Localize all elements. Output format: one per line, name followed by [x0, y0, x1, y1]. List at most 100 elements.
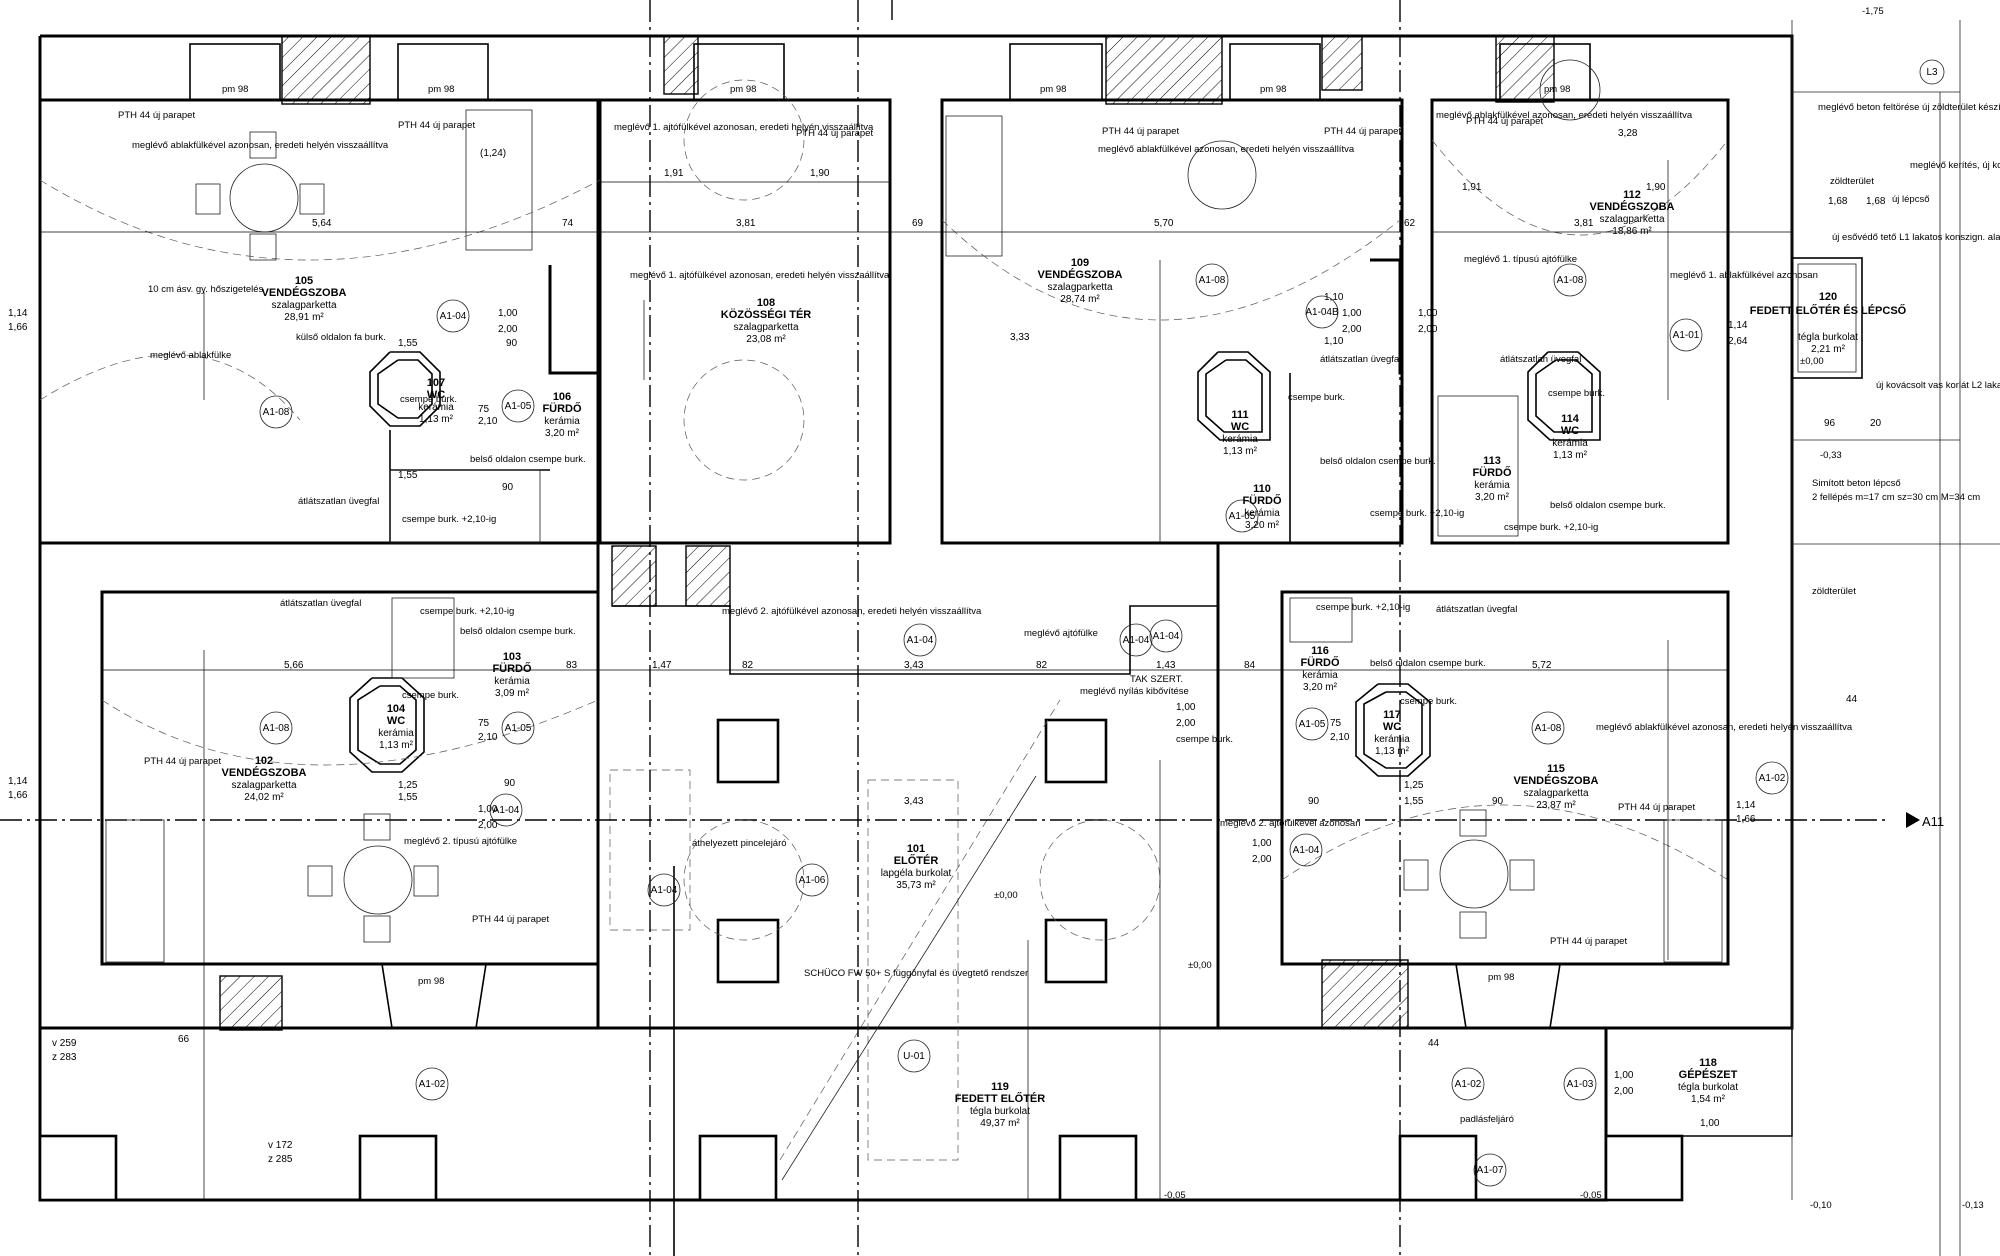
svg-text:A1-04: A1-04: [1293, 845, 1320, 856]
furniture-outlines: [39, 59, 1729, 963]
svg-text:1,13 m²: 1,13 m²: [1553, 450, 1588, 461]
svg-text:44: 44: [1428, 1038, 1440, 1049]
svg-text:A1-05: A1-05: [1229, 511, 1256, 522]
dimension-lines: [40, 92, 1941, 1256]
svg-text:zöldterület: zöldterület: [1830, 176, 1874, 187]
svg-text:csempe burk. +2,10-ig: csempe burk. +2,10-ig: [1316, 602, 1410, 613]
svg-text:A1-05: A1-05: [1299, 719, 1326, 730]
svg-text:csempe burk.: csempe burk.: [400, 394, 457, 405]
svg-text:1,00: 1,00: [1252, 838, 1272, 849]
svg-text:75: 75: [1330, 718, 1342, 729]
svg-text:75: 75: [478, 404, 490, 415]
room-label-107: 107 WC kerámia 1,13 m²: [418, 377, 454, 425]
svg-text:120: 120: [1819, 291, 1837, 303]
svg-text:z 285: z 285: [268, 1154, 293, 1165]
svg-text:5,72: 5,72: [1532, 660, 1552, 671]
svg-text:3,43: 3,43: [904, 660, 924, 671]
svg-text:1,68: 1,68: [1866, 196, 1886, 207]
svg-text:1,55: 1,55: [1404, 796, 1424, 807]
svg-text:1,14: 1,14: [8, 308, 28, 319]
svg-text:111: 111: [1231, 409, 1248, 421]
svg-text:kerámia: kerámia: [1474, 480, 1510, 491]
svg-text:2,00: 2,00: [1614, 1086, 1634, 1097]
svg-text:új kovácsolt vas korlát L2 lak: új kovácsolt vas korlát L2 lakatos konsz…: [1876, 380, 2000, 391]
svg-text:WC: WC: [427, 389, 445, 401]
svg-text:115: 115: [1547, 763, 1565, 775]
svg-text:109: 109: [1071, 257, 1089, 269]
svg-text:117: 117: [1383, 709, 1401, 721]
svg-text:1,68: 1,68: [1828, 196, 1848, 207]
svg-text:csempe burk.: csempe burk.: [1400, 696, 1457, 707]
svg-text:csempe burk.: csempe burk.: [1176, 734, 1233, 745]
svg-text:A1-02: A1-02: [1455, 1079, 1482, 1090]
svg-text:1,10: 1,10: [1324, 292, 1344, 303]
svg-text:v 172: v 172: [268, 1140, 293, 1151]
svg-text:PTH 44 új parapet: PTH 44 új parapet: [1324, 126, 1401, 137]
svg-text:105: 105: [295, 275, 313, 287]
svg-text:2,00: 2,00: [478, 820, 498, 831]
svg-text:A1-02: A1-02: [419, 1079, 446, 1090]
svg-text:23,87 m²: 23,87 m²: [1536, 800, 1576, 811]
svg-text:meglévő ablakfülkével azonosan: meglévő ablakfülkével azonosan, eredeti …: [1596, 722, 1853, 733]
svg-text:PTH 44 új parapet: PTH 44 új parapet: [118, 110, 195, 121]
svg-text:A1-04: A1-04: [907, 635, 934, 646]
svg-text:1,66: 1,66: [8, 322, 28, 333]
svg-text:VENDÉGSZOBA: VENDÉGSZOBA: [222, 766, 307, 779]
svg-text:SCHÜCO FW 50+ S függönyfal és: SCHÜCO FW 50+ S függönyfal és üvegtető r…: [804, 968, 1028, 979]
svg-text:FÜRDŐ: FÜRDŐ: [1472, 466, 1512, 479]
svg-text:L3: L3: [1926, 67, 1938, 78]
svg-text:2,00: 2,00: [498, 324, 518, 335]
svg-text:PTH 44 új parapet: PTH 44 új parapet: [1618, 802, 1695, 813]
svg-text:1,90: 1,90: [1646, 182, 1666, 193]
svg-text:28,74 m²: 28,74 m²: [1060, 294, 1100, 305]
svg-text:1,25: 1,25: [1404, 780, 1424, 791]
svg-text:1,00: 1,00: [1418, 308, 1438, 319]
svg-text:A1-01: A1-01: [1673, 330, 1700, 341]
central-hall: [596, 543, 1220, 1161]
svg-text:PTH 44 új parapet: PTH 44 új parapet: [144, 756, 221, 767]
svg-text:GÉPÉSZET: GÉPÉSZET: [1679, 1068, 1738, 1081]
svg-text:csempe burk.: csempe burk.: [402, 690, 459, 701]
svg-text:69: 69: [912, 218, 924, 229]
svg-text:pm 98: pm 98: [1040, 84, 1066, 95]
svg-text:5,66: 5,66: [284, 660, 304, 671]
svg-text:tégla burkolat: tégla burkolat: [970, 1106, 1030, 1117]
svg-text:A1-05: A1-05: [505, 401, 532, 412]
svg-text:±0,00: ±0,00: [1188, 960, 1212, 971]
svg-text:meglévő beton feltörése új zöl: meglévő beton feltörése új zöldterület k…: [1818, 102, 2000, 113]
upper-left-suite: [38, 98, 602, 545]
dimension-values: 5,64 74 3,81 69 5,70 62 3,81 1,91 1,90 1…: [8, 128, 1886, 1165]
svg-text:U-01: U-01: [903, 1051, 925, 1062]
svg-text:1,43: 1,43: [1156, 660, 1176, 671]
svg-text:pm 98: pm 98: [730, 84, 756, 95]
svg-text:3,20 m²: 3,20 m²: [1303, 682, 1338, 693]
svg-text:átlátszatlan üvegfal: átlátszatlan üvegfal: [1320, 354, 1401, 365]
svg-text:1,00: 1,00: [498, 308, 518, 319]
schuco-diagonal: [781, 775, 1037, 1181]
svg-text:szalagparketta: szalagparketta: [231, 780, 296, 791]
svg-text:1,00: 1,00: [1342, 308, 1362, 319]
svg-text:114: 114: [1561, 413, 1580, 425]
svg-text:1,14: 1,14: [8, 776, 28, 787]
svg-text:belső oldalon csempe burk.: belső oldalon csempe burk.: [1370, 658, 1486, 669]
svg-text:1,55: 1,55: [398, 338, 418, 349]
svg-text:VENDÉGSZOBA: VENDÉGSZOBA: [262, 286, 347, 299]
svg-text:kerámia: kerámia: [378, 728, 414, 739]
svg-text:74: 74: [562, 218, 574, 229]
svg-text:62: 62: [1404, 218, 1416, 229]
svg-text:új esővédő tető L1 lakatos kon: új esővédő tető L1 lakatos konszign. ala…: [1832, 232, 2000, 243]
svg-text:külső oldalon fa burk.: külső oldalon fa burk.: [296, 332, 386, 343]
svg-text:VENDÉGSZOBA: VENDÉGSZOBA: [1514, 774, 1599, 787]
svg-text:meglévő 2. típusú ajtófülke: meglévő 2. típusú ajtófülke: [404, 836, 517, 847]
svg-text:belső oldalon csempe burk.: belső oldalon csempe burk.: [1550, 500, 1666, 511]
svg-text:2 fellépés m=17 cm sz=30 cm M=: 2 fellépés m=17 cm sz=30 cm M=34 cm: [1812, 492, 1980, 503]
svg-text:z 283: z 283: [52, 1052, 77, 1063]
svg-text:A1-04: A1-04: [1123, 635, 1150, 646]
svg-text:meglévő nyílás kibővítése: meglévő nyílás kibővítése: [1080, 686, 1189, 697]
room-label-104: 104 WC kerámia 1,13 m²: [378, 703, 414, 751]
svg-text:kerámia: kerámia: [1302, 670, 1338, 681]
svg-text:20: 20: [1870, 418, 1882, 429]
svg-text:1,10: 1,10: [1324, 336, 1344, 347]
svg-text:PTH 44 új parapet: PTH 44 új parapet: [472, 914, 549, 925]
